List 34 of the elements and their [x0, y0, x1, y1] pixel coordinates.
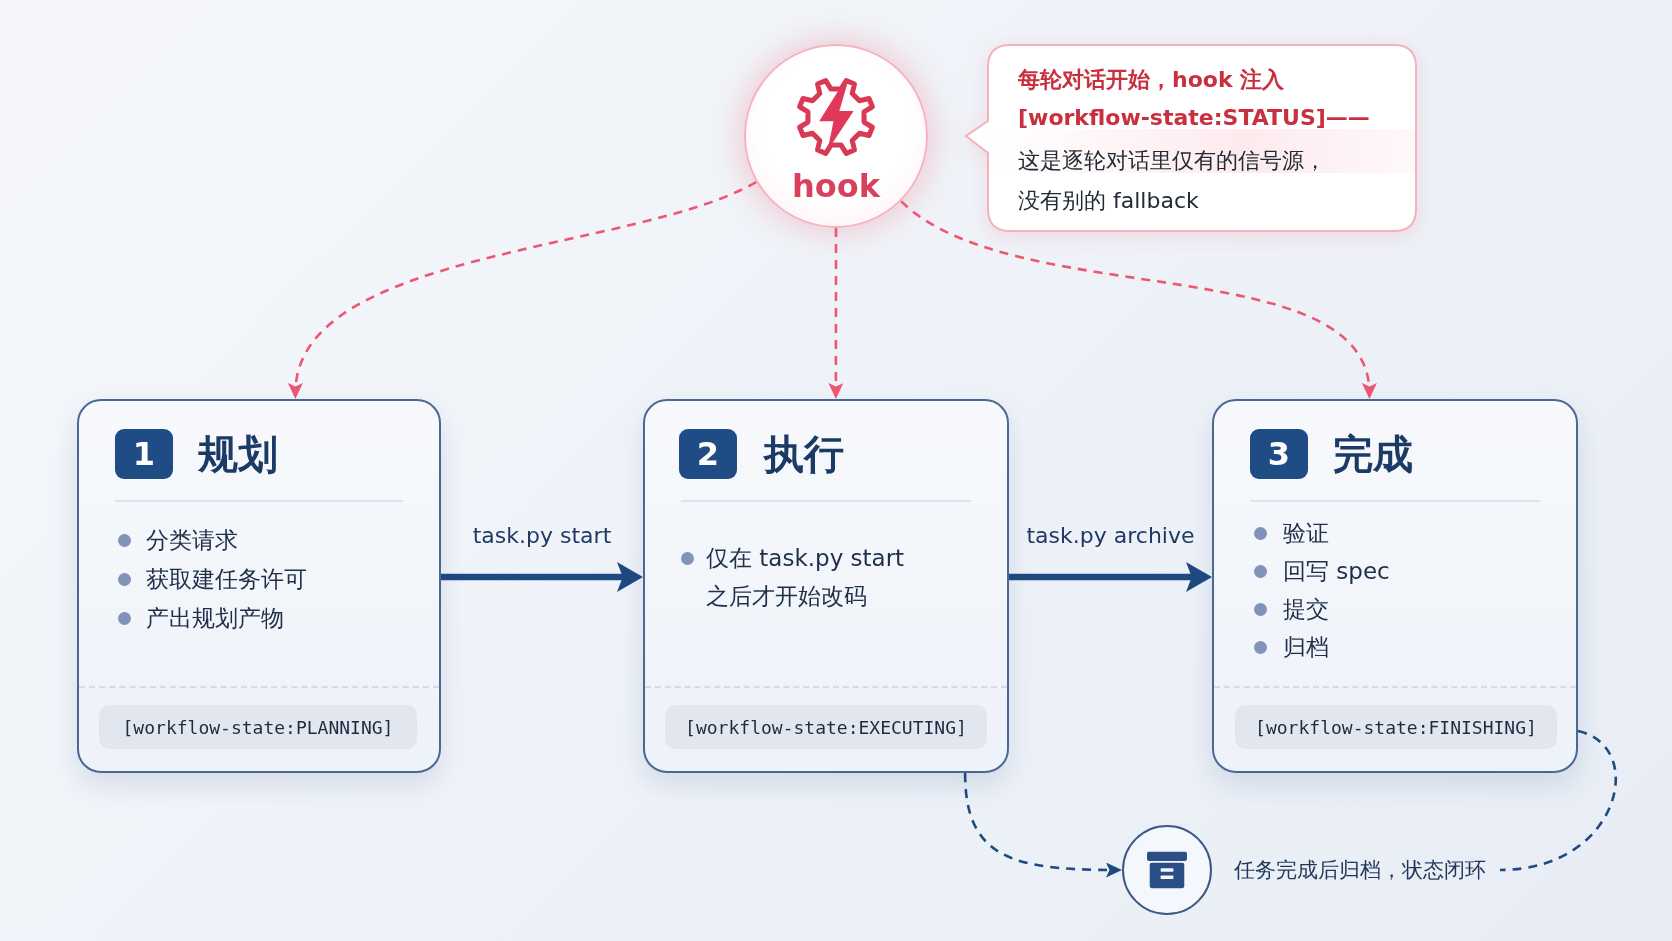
- stage-card: [643, 399, 1009, 773]
- stage-title: 完成: [1333, 430, 1413, 478]
- stage-title: 执行: [764, 430, 844, 478]
- stage-card: [1212, 399, 1578, 773]
- stage-title: 规划: [198, 430, 278, 478]
- bullet-text: 获取建任务许可: [146, 565, 307, 594]
- arrow: [1009, 562, 1212, 592]
- callout-text: 每轮对话开始，hook 注入 [workflow-state:STATUS]——: [1018, 66, 1371, 132]
- dashed-arrow: [828, 228, 844, 399]
- arrow: [441, 562, 643, 592]
- dashed-arrow: [290, 180, 757, 399]
- state-tag: [workflow-state:PLANNING]: [99, 705, 417, 749]
- dashed-arrow: [963, 772, 1122, 878]
- edge-label: task.py archive: [1026, 522, 1195, 550]
- dashed-arrow: [900, 200, 1375, 399]
- edge-label: task.py start: [472, 522, 612, 550]
- callout-text: 这是逐轮对话里仅有的信号源，没有别的 fallback: [1018, 147, 1327, 215]
- bullet-text: 产出规划产物: [146, 604, 284, 633]
- bullet-text: 归档: [1283, 633, 1329, 662]
- callout-bubble: [962, 43, 1418, 233]
- bullet-text: 分类请求: [146, 526, 238, 555]
- stage-card: [77, 399, 441, 773]
- node-label: hook: [792, 166, 880, 206]
- state-tag: [workflow-state:FINISHING]: [1235, 705, 1557, 749]
- state-tag: [workflow-state:EXECUTING]: [665, 705, 987, 749]
- dashed-line: [1499, 729, 1617, 872]
- bullet-text: 验证: [1283, 519, 1329, 548]
- note-text: 任务完成后归档，状态闭环: [1234, 855, 1486, 885]
- number-badge: 2: [679, 429, 737, 479]
- bullet-text: 回写 spec: [1283, 557, 1390, 586]
- number-badge: 3: [1250, 429, 1308, 479]
- bullet-text: 提交: [1283, 595, 1329, 624]
- bullet-text: 仅在 task.py start 之后才开始改码: [706, 544, 906, 611]
- number-badge: 1: [115, 429, 173, 479]
